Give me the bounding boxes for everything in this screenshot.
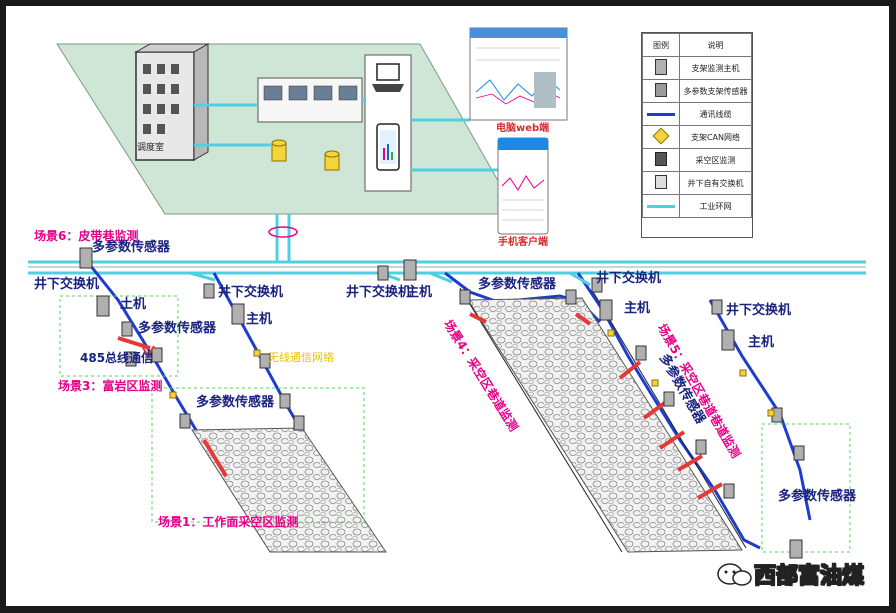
switch-icon bbox=[655, 175, 667, 189]
wireless-net-label: 无线通信网络 bbox=[268, 351, 334, 364]
mobile-client-screenshot bbox=[497, 137, 549, 235]
goaf-area-left bbox=[191, 427, 387, 553]
bus-485-label: 485总线通信 bbox=[80, 351, 154, 365]
web-client-label: 电脑web端 bbox=[496, 123, 550, 134]
sensor-icon bbox=[655, 83, 667, 97]
legend-header-symbol: 图例 bbox=[642, 33, 680, 57]
host-label-left: 土机 bbox=[120, 297, 147, 312]
legend-item: 支架监测主机 bbox=[679, 56, 752, 80]
watermark: 西部富油煤 bbox=[714, 558, 865, 590]
switch-label-5: 井下交换机 bbox=[726, 303, 792, 318]
rotation-icon bbox=[268, 226, 298, 238]
control-room-label: 调度室 bbox=[137, 143, 165, 153]
control-room-building-icon bbox=[134, 43, 210, 161]
ethernet-icon bbox=[647, 204, 675, 208]
legend: 图例 说明 支架监测主机 多参数支架传感器 通讯线缆 支架CAN网络 采空区监测… bbox=[641, 32, 753, 238]
legend-item: 支架CAN网络 bbox=[679, 125, 752, 149]
legend-item: 井下自有交换机 bbox=[679, 171, 752, 195]
legend-item: 采空区监测 bbox=[679, 148, 752, 172]
watermark-text: 西部富油煤 bbox=[753, 564, 865, 590]
switch-label-2: 井下交换机 bbox=[218, 285, 284, 300]
sensor-label-3: 多参数传感器 bbox=[478, 277, 557, 292]
database-icon bbox=[271, 139, 340, 171]
switch-label-left: 井下交换机 bbox=[34, 277, 100, 292]
network-tap-icon bbox=[652, 127, 670, 145]
server-icon bbox=[655, 59, 667, 75]
sensor-label-left: 多参数传感器 bbox=[138, 321, 217, 336]
scene3-label: 场景3：富岩区监测 bbox=[58, 379, 163, 393]
scene6-label: 场景6：皮带巷监测 bbox=[34, 229, 139, 243]
scene1-label: 场景1：工作面采空区监测 bbox=[158, 515, 299, 529]
sensor-label-top: 多参数传感器 bbox=[92, 240, 171, 255]
surface-platform bbox=[56, 43, 518, 215]
host-label-4: 主机 bbox=[624, 301, 651, 316]
wireless-icon bbox=[141, 345, 155, 358]
switch-label-4: 井下交换机 bbox=[596, 271, 662, 286]
host-label-3: 主机 bbox=[406, 285, 433, 300]
ring-network bbox=[28, 260, 866, 275]
cable-icon bbox=[647, 112, 675, 116]
can-tap-icon bbox=[169, 329, 775, 417]
monitoring-zone bbox=[59, 295, 851, 553]
device-icon bbox=[79, 247, 805, 559]
monitor-icon bbox=[655, 152, 667, 166]
legend-item: 工业环网 bbox=[679, 194, 752, 218]
switch-label-3: 井下交换机 bbox=[346, 285, 412, 300]
sensor-label-5: 多参数传感器 bbox=[778, 489, 857, 504]
legend-item: 通讯线缆 bbox=[679, 102, 752, 126]
web-client-screenshot bbox=[469, 27, 568, 121]
goaf-area-middle bbox=[467, 297, 743, 553]
laptop-icon bbox=[372, 63, 404, 92]
host-label-2: 主机 bbox=[246, 312, 273, 327]
alarm-segment bbox=[117, 312, 724, 500]
legend-item: 多参数支架传感器 bbox=[679, 79, 752, 103]
server-group-icon bbox=[257, 77, 363, 123]
wechat-icon bbox=[717, 563, 752, 586]
mobile-client-label: 手机客户端 bbox=[498, 237, 548, 248]
host-label-5: 主机 bbox=[748, 335, 775, 350]
sensor-label-2: 多参数传感器 bbox=[196, 395, 275, 410]
phone-icon bbox=[376, 123, 400, 171]
legend-header-desc: 说明 bbox=[679, 33, 752, 57]
